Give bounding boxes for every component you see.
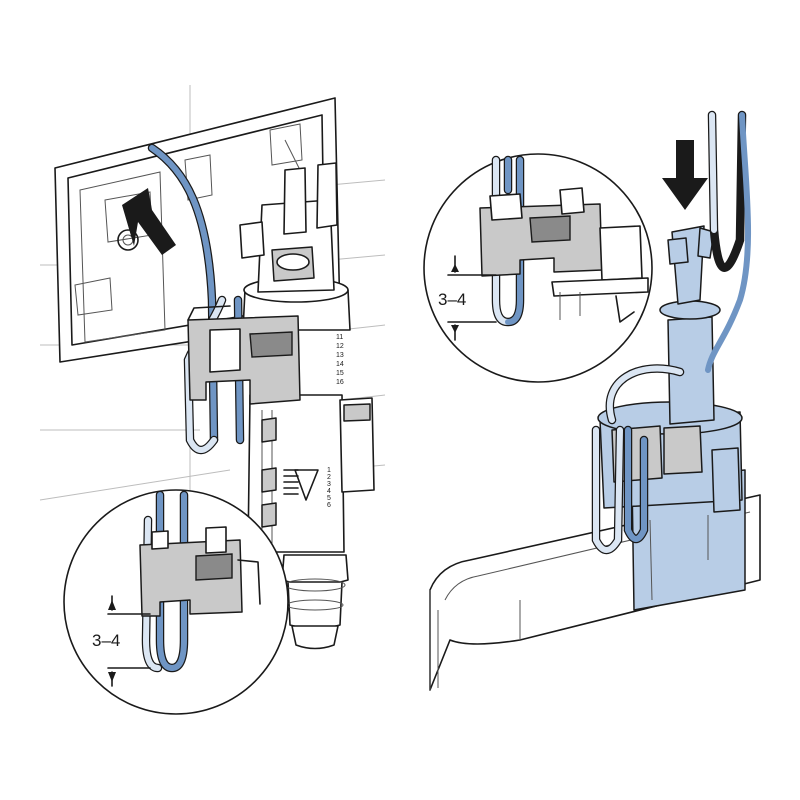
scale-upper: 10 11 12 13 14 15 16 [336, 325, 344, 386]
scale-mark: 12 [336, 343, 344, 350]
right-scene [429, 110, 761, 691]
tube-clip-holder [187, 305, 301, 405]
right-detail-circle: 3–4 [423, 153, 653, 383]
dimension-label: 3–4 [438, 290, 466, 309]
left-scene: 10 11 12 13 14 15 16 1 2 3 4 5 [39, 85, 386, 650]
scale-lower: 1 2 3 4 5 6 [283, 467, 331, 509]
dimension-label: 3–4 [92, 631, 120, 650]
scale-mark: 3 [327, 481, 331, 488]
scale-mark: 16 [336, 379, 344, 386]
scale-mark: 13 [336, 352, 344, 359]
flush-valve-highlighted [597, 225, 746, 611]
scale-mark: 6 [327, 502, 331, 509]
scale-mark: 5 [327, 495, 331, 502]
scale-mark: 2 [327, 474, 331, 481]
scale-mark: 1 [327, 467, 331, 474]
scale-mark: 14 [336, 361, 344, 368]
scale-mark: 4 [327, 488, 331, 495]
scale-mark: 11 [336, 334, 343, 341]
arrow-down-icon [662, 140, 708, 210]
hose-pair-right [591, 110, 752, 555]
flush-valve: 10 11 12 13 14 15 16 1 2 3 4 5 [239, 162, 375, 650]
arrow-up-icon [122, 188, 176, 255]
scale-mark: 15 [336, 370, 344, 377]
left-detail-circle: 3–4 [63, 489, 289, 715]
